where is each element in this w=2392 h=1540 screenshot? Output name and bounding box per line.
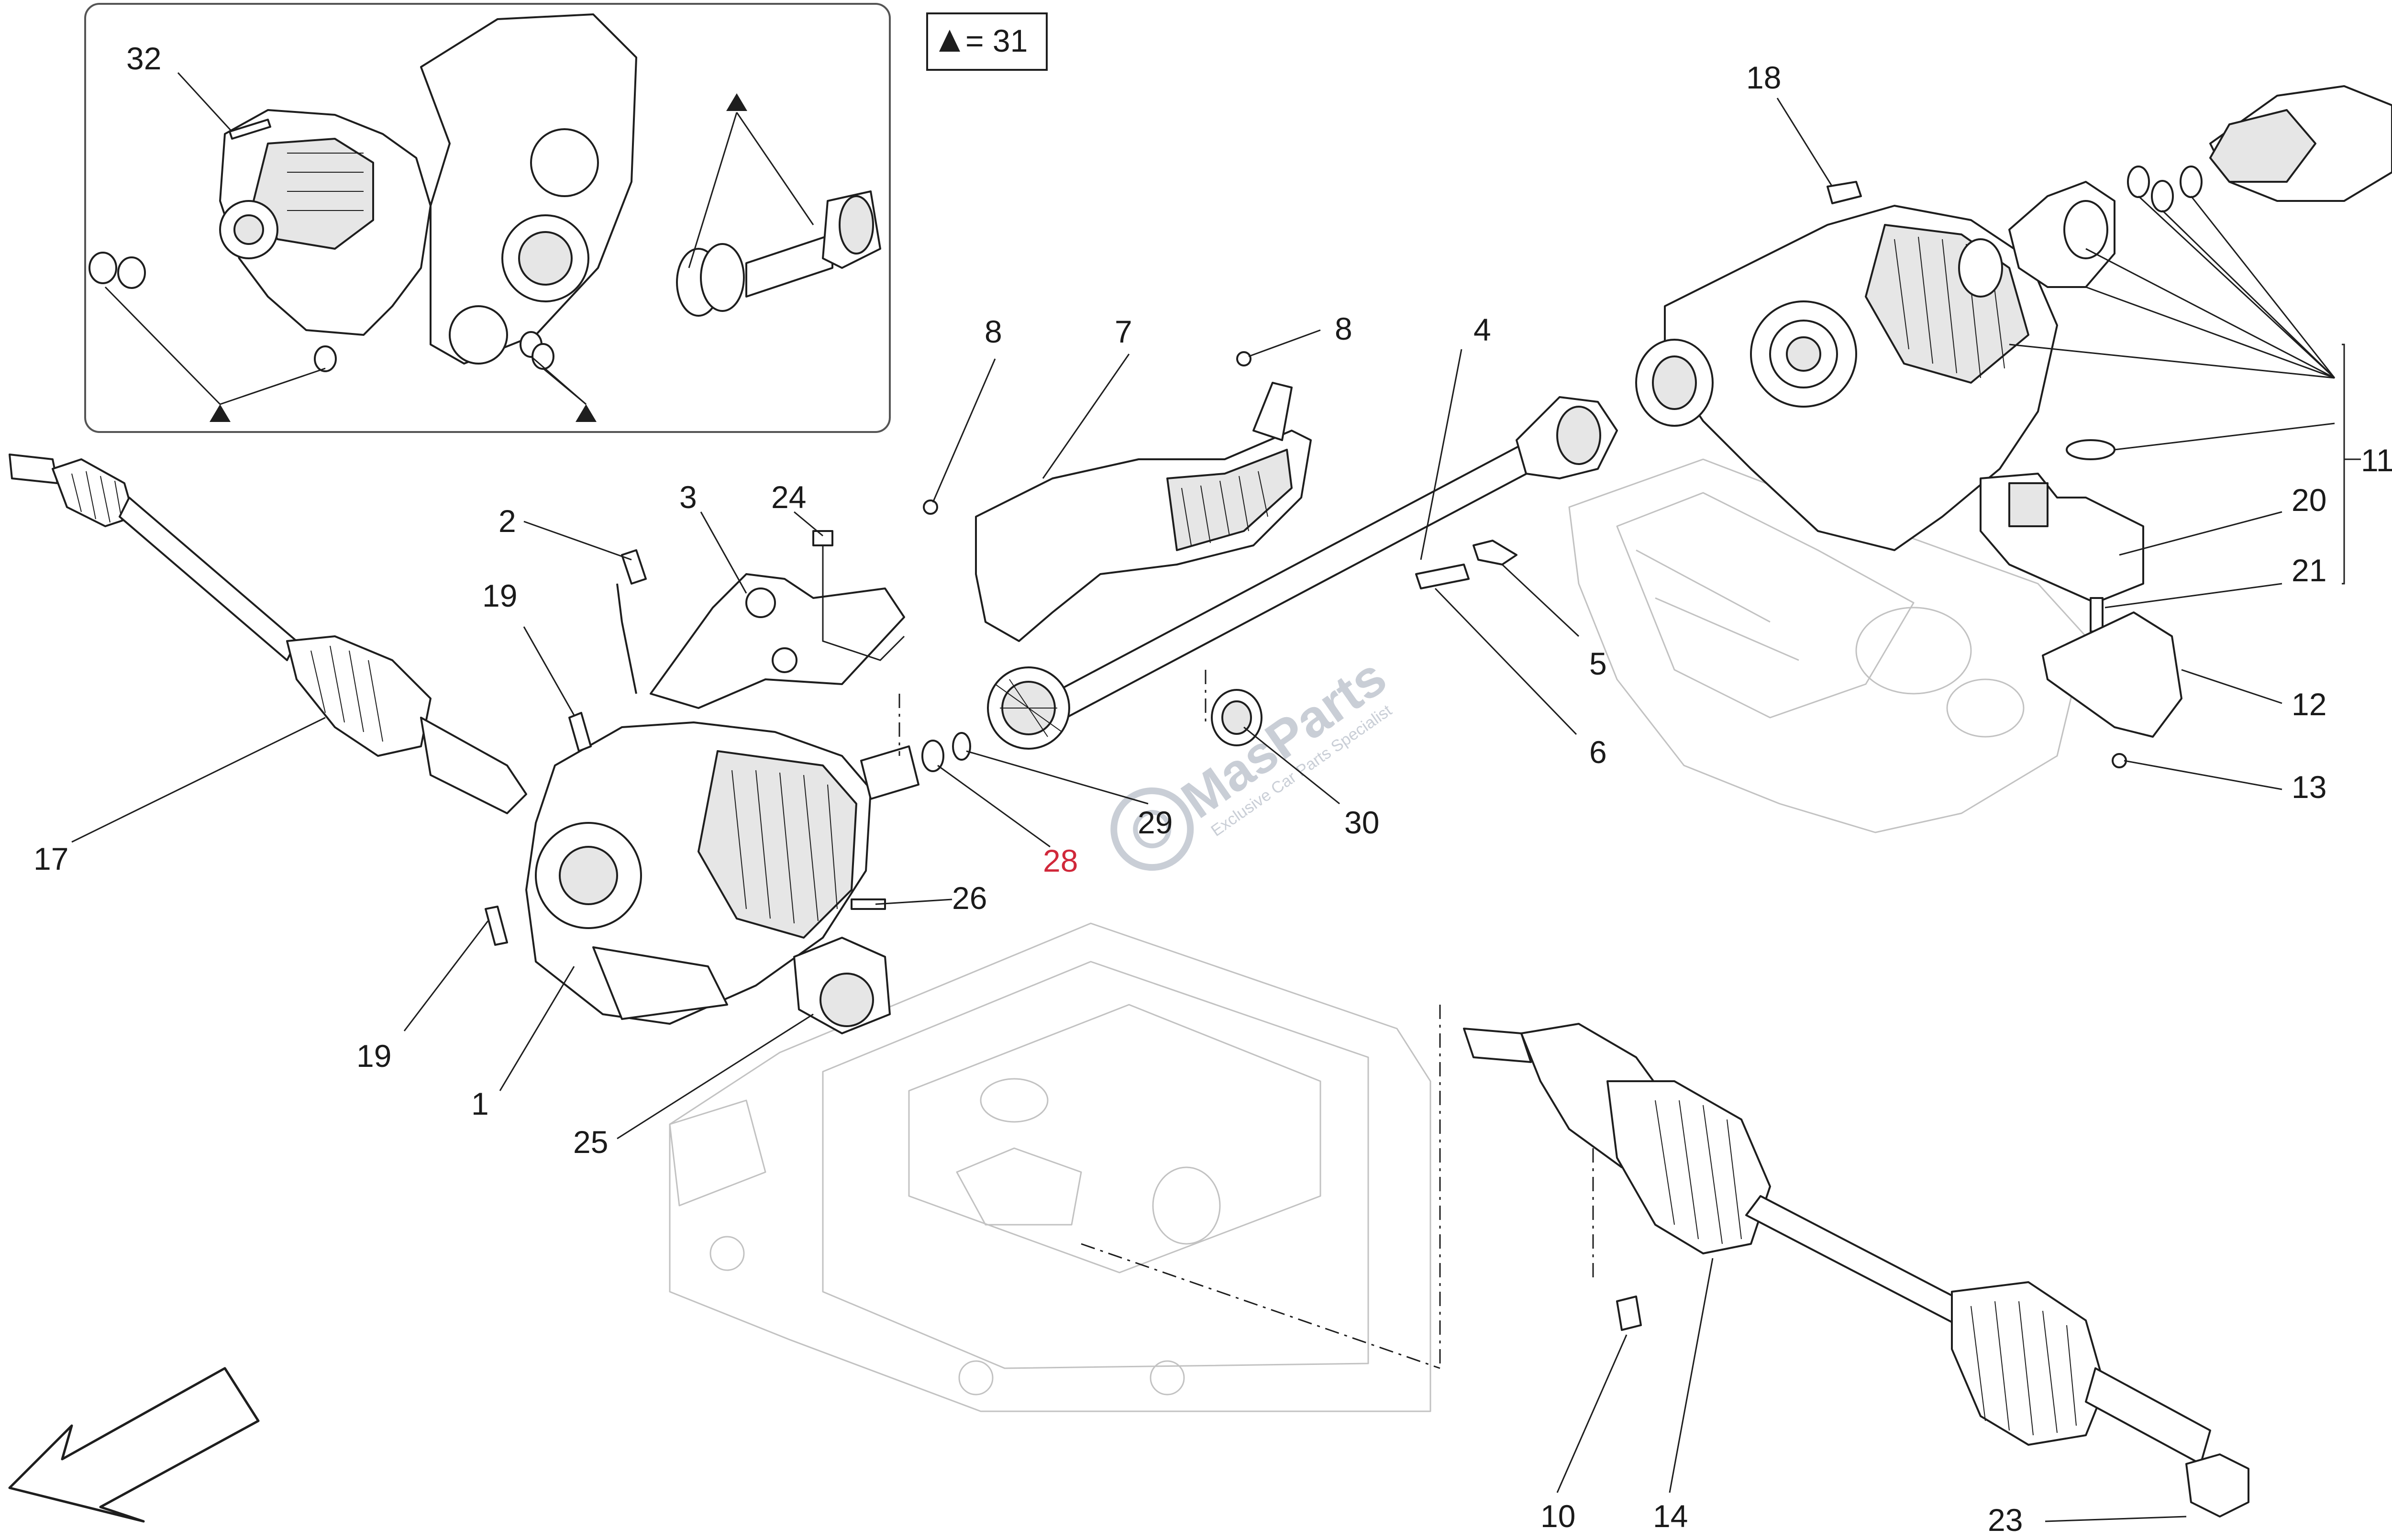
callout-29: 29 — [1138, 805, 1173, 840]
callout-7: 7 — [1115, 314, 1132, 349]
leader-lines — [71, 98, 2361, 1522]
triangle-marker — [210, 404, 231, 422]
propeller-shaft — [987, 396, 1618, 750]
callout-30: 30 — [1344, 805, 1379, 840]
callout-19-lower: 19 — [356, 1038, 391, 1074]
callout-19-upper: 19 — [482, 578, 517, 613]
callout-23: 23 — [1988, 1502, 2023, 1538]
callout-13: 13 — [2292, 769, 2326, 805]
callout-20: 20 — [2292, 482, 2326, 518]
legend-box: = 31 — [926, 12, 1048, 71]
left-drive-shaft — [9, 454, 527, 814]
callout-28: 28 — [1043, 843, 1078, 878]
callout-12: 12 — [2292, 687, 2326, 722]
right-drive-shaft — [1081, 1005, 2249, 1518]
callout-18: 18 — [1746, 60, 1781, 95]
callout-14: 14 — [1653, 1498, 1688, 1534]
callout-6: 6 — [1589, 734, 1607, 770]
oil-pan-ghost — [669, 922, 1431, 1412]
callout-1: 1 — [471, 1086, 489, 1121]
callout-2: 2 — [498, 503, 516, 539]
forward-direction-arrow-icon — [8, 1367, 260, 1523]
callout-labels: 32 2 3 24 19 17 19 1 25 26 28 29 30 8 7 … — [33, 41, 2392, 1538]
callout-17: 17 — [33, 841, 68, 876]
triangle-marker — [726, 93, 747, 111]
callout-3: 3 — [679, 479, 697, 515]
callout-11: 11 — [2361, 443, 2392, 478]
inset-shaft-flange — [676, 190, 881, 317]
callout-32: 32 — [126, 41, 161, 76]
callout-4: 4 — [1473, 312, 1491, 347]
front-differential — [485, 712, 971, 1034]
heat-shield — [923, 351, 1312, 642]
callout-10: 10 — [1540, 1498, 1575, 1534]
legend-text: = 31 — [965, 23, 1028, 58]
callout-8-right: 8 — [1335, 311, 1352, 346]
inset-detail-box — [84, 3, 891, 433]
callout-26: 26 — [952, 880, 987, 916]
legend-triangle-icon — [939, 30, 960, 52]
transfer-case — [1635, 85, 2392, 768]
triangle-marker — [576, 404, 597, 422]
inset-transfer-case — [219, 13, 637, 365]
callout-8-left: 8 — [985, 314, 1002, 349]
callout-5: 5 — [1589, 646, 1607, 681]
callout-25: 25 — [573, 1124, 608, 1160]
mounting-bracket — [616, 530, 905, 756]
callout-24: 24 — [771, 479, 806, 515]
callout-21: 21 — [2292, 553, 2326, 588]
